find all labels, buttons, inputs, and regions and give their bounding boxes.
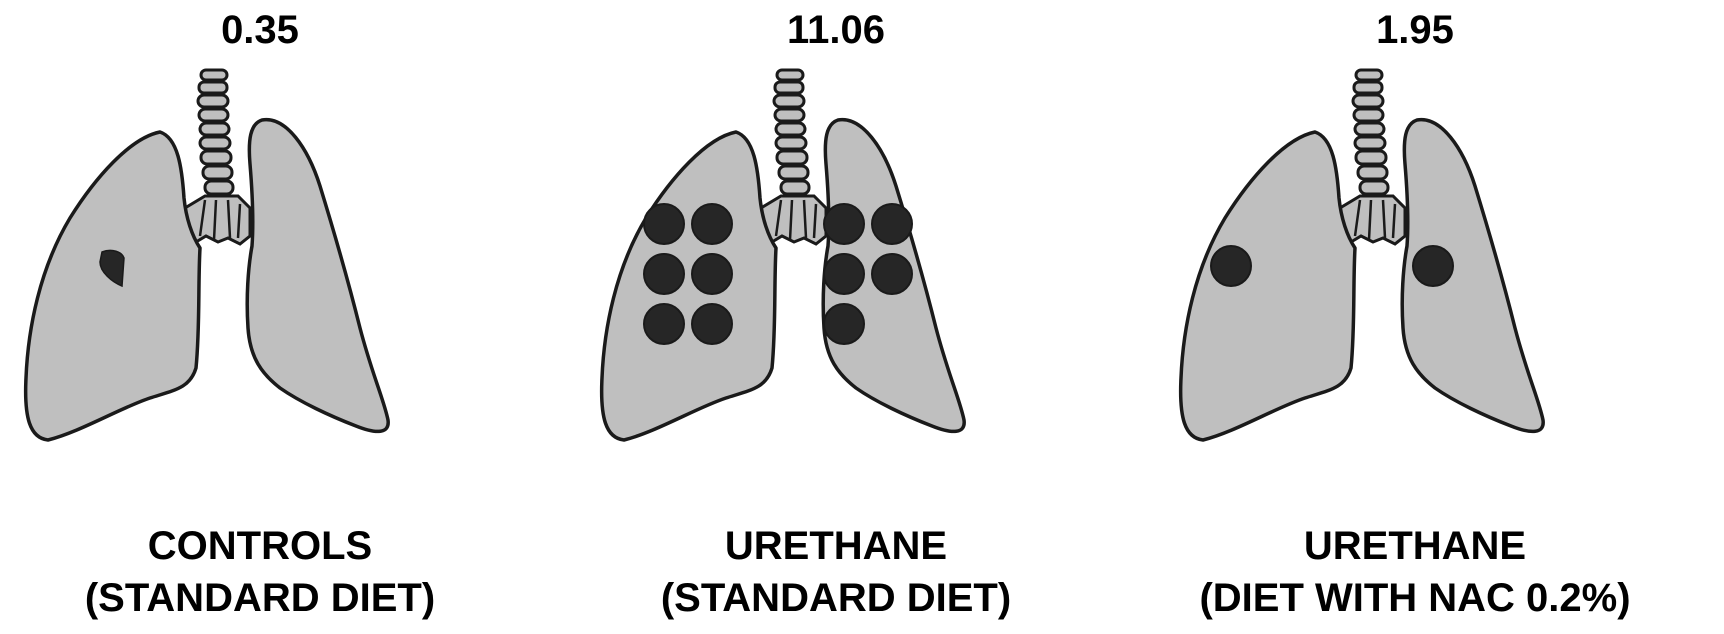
tumor-marker (692, 304, 732, 344)
tumor-marker (824, 254, 864, 294)
tumor-marker (692, 254, 732, 294)
tumor-marker (644, 254, 684, 294)
caption-line-2: (STANDARD DIET) (556, 572, 1116, 624)
tumor-marker (1413, 246, 1453, 286)
panel-controls: 0.35 CONTROLS (STANDARD DIET) (0, 0, 540, 634)
tumor-marker (872, 254, 912, 294)
lungs-illustration (0, 68, 540, 488)
caption-line-2: (DIET WITH NAC 0.2%) (1135, 572, 1695, 624)
tumor-marker (644, 304, 684, 344)
caption-line-2: (STANDARD DIET) (0, 572, 540, 624)
panel-urethane-nac: 1.95 URETHANE (DIET WITH NAC 0.2%) (1135, 0, 1695, 634)
tumor-marker (824, 304, 864, 344)
tumor-marker (872, 204, 912, 244)
caption-line-1: CONTROLS (0, 520, 540, 572)
panel-urethane-standard: 11.06 URETHANE (STANDARD DIET) (556, 0, 1116, 634)
caption-line-1: URETHANE (1135, 520, 1695, 572)
lungs-illustration (1135, 68, 1695, 488)
group-caption: URETHANE (DIET WITH NAC 0.2%) (1135, 520, 1695, 624)
group-caption: CONTROLS (STANDARD DIET) (0, 520, 540, 624)
tumor-value-label: 11.06 (556, 6, 1116, 54)
group-caption: URETHANE (STANDARD DIET) (556, 520, 1116, 624)
tumor-marker (644, 204, 684, 244)
tumor-value-label: 0.35 (0, 6, 540, 54)
tumor-marker (824, 204, 864, 244)
tumor-marker (1211, 246, 1251, 286)
caption-line-1: URETHANE (556, 520, 1116, 572)
tumor-value-label: 1.95 (1135, 6, 1695, 54)
tumor-marker (692, 204, 732, 244)
lungs-illustration (556, 68, 1116, 488)
